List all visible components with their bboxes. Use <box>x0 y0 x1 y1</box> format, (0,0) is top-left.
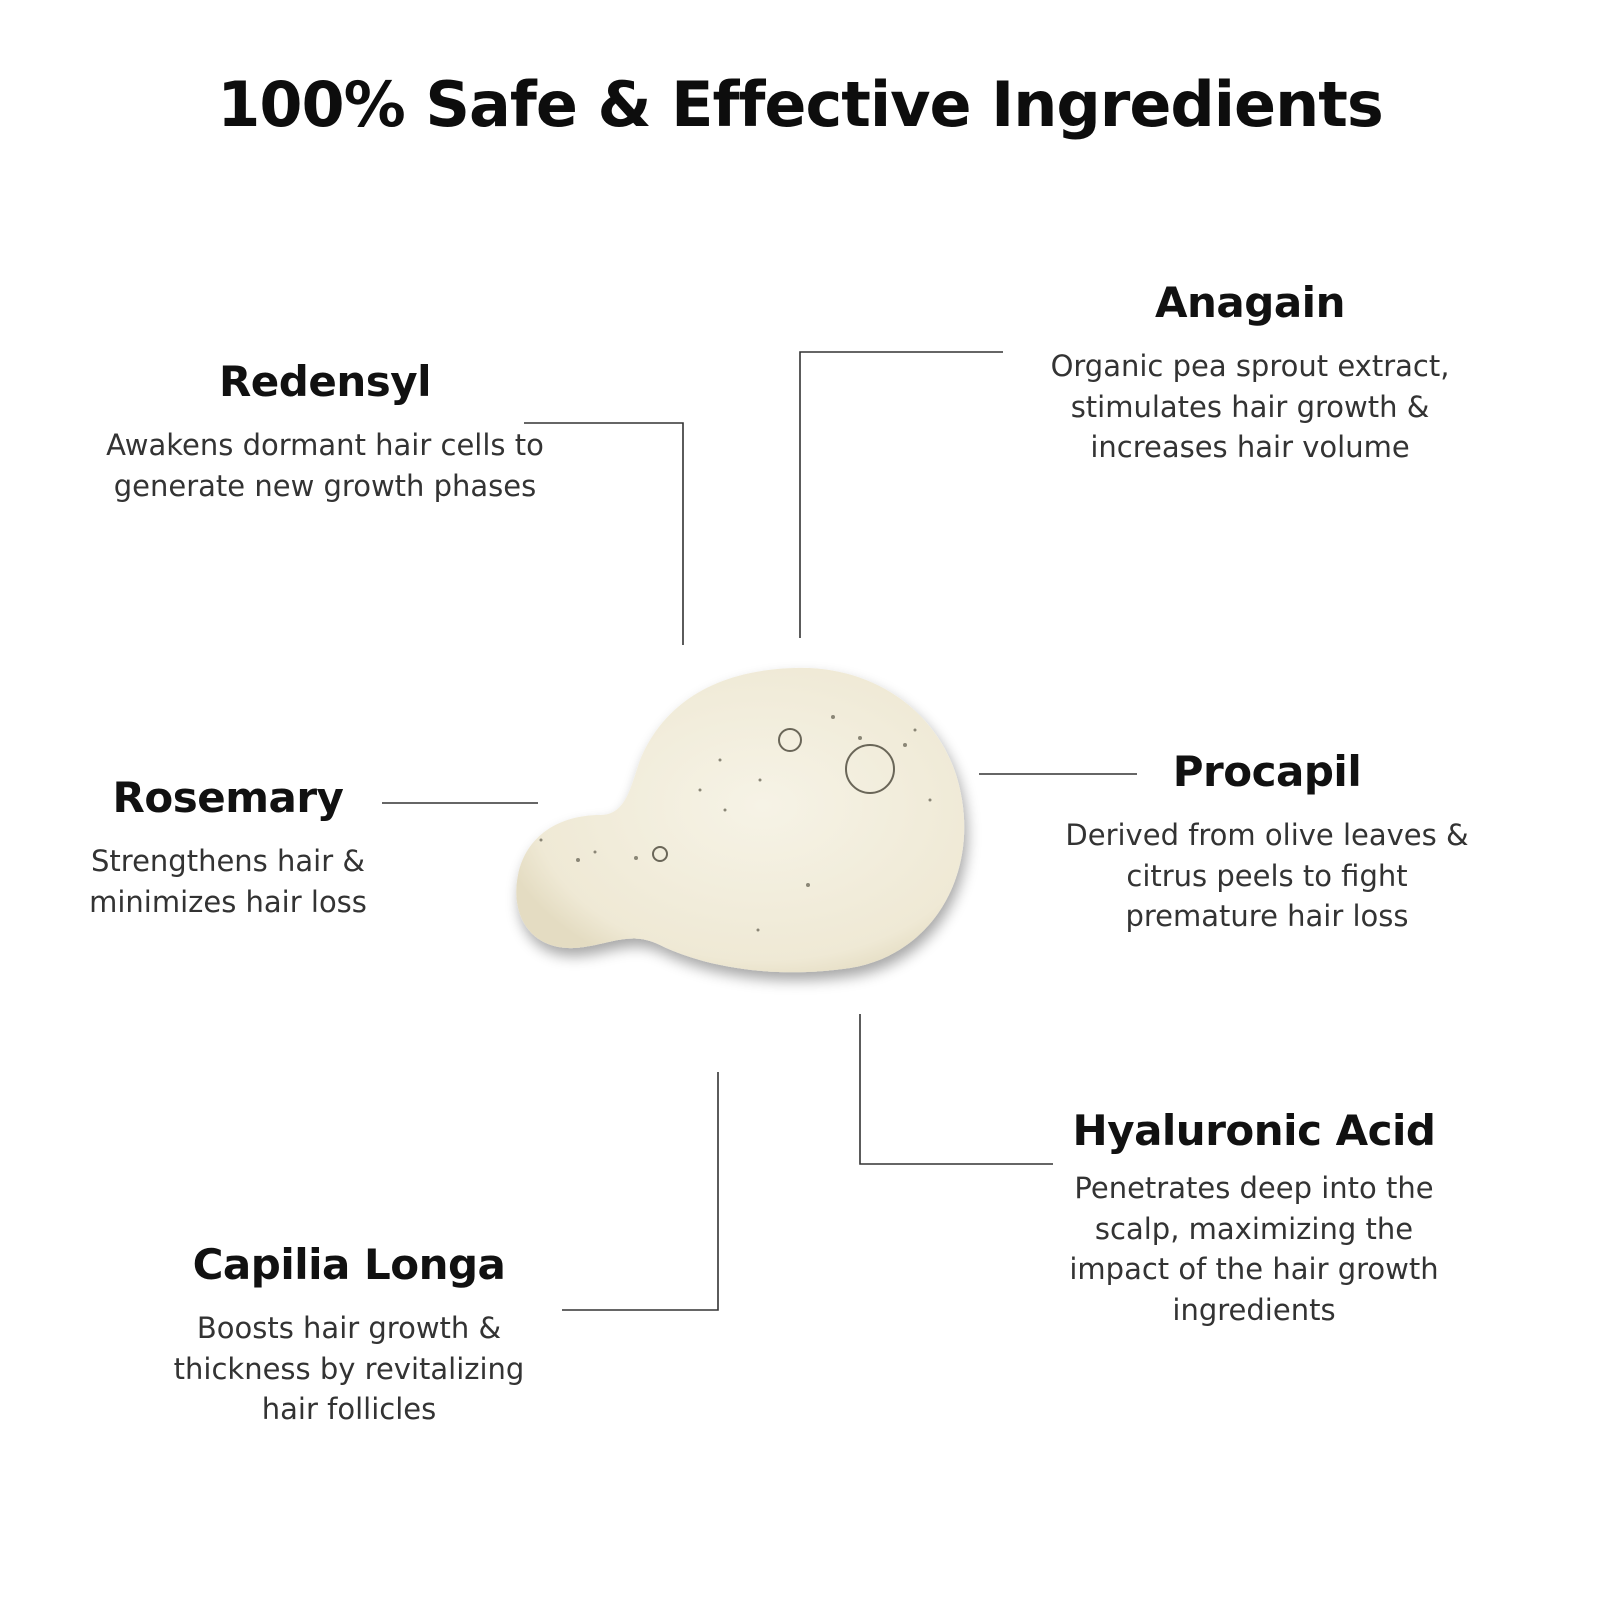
ingredient-description: Organic pea sprout extract, stimulates h… <box>1051 346 1450 468</box>
ingredient-anagain: Anagain Organic pea sprout extract, stim… <box>1051 278 1450 468</box>
ingredient-description: Derived from olive leaves & citrus peels… <box>1065 815 1468 937</box>
desc-line: premature hair loss <box>1125 899 1409 933</box>
page-title: 100% Safe & Effective Ingredients <box>217 68 1384 141</box>
ingredient-name: Procapil <box>1172 747 1362 796</box>
ingredient-procapil: Procapil Derived from olive leaves & cit… <box>1065 747 1468 937</box>
ingredient-hyaluronic-acid: Hyaluronic Acid Penetrates deep into the… <box>1069 1106 1438 1330</box>
ingredient-description: Strengthens hair & minimizes hair loss <box>89 841 367 922</box>
desc-line: stimulates hair growth & <box>1070 389 1430 424</box>
desc-line: impact of the hair growth <box>1069 1252 1439 1286</box>
ingredient-description: Penetrates deep into the scalp, maximizi… <box>1069 1168 1438 1330</box>
desc-line: minimizes hair loss <box>89 884 367 919</box>
anagain-connector <box>799 351 1003 638</box>
ingredient-name: Redensyl <box>218 357 432 406</box>
ingredient-name: Hyaluronic Acid <box>1072 1106 1436 1155</box>
desc-line: ingredients <box>1172 1292 1336 1327</box>
ingredient-name: Rosemary <box>112 773 344 822</box>
capilia-connector <box>562 1072 719 1311</box>
desc-line: scalp, maximizing the <box>1094 1211 1414 1246</box>
ingredient-name: Capilia Longa <box>192 1240 506 1289</box>
desc-line: Organic pea sprout extract, <box>1050 349 1450 383</box>
ingredient-name: Anagain <box>1155 278 1345 327</box>
hyaluronic-connector <box>859 1014 1053 1165</box>
desc-line: generate new growth phases <box>113 468 537 503</box>
ingredient-description: Awakens dormant hair cells to generate n… <box>106 425 544 506</box>
ingredient-description: Boosts hair growth & thickness by revita… <box>174 1308 525 1430</box>
desc-line: Strengthens hair & <box>91 844 365 878</box>
desc-line: increases hair volume <box>1090 430 1410 464</box>
desc-line: thickness by revitalizing <box>173 1351 525 1386</box>
desc-line: Derived from olive leaves & <box>1065 818 1469 852</box>
desc-line: Boosts hair growth & <box>196 1311 502 1345</box>
desc-line: Penetrates deep into the <box>1074 1171 1434 1205</box>
redensyl-connector <box>524 422 684 645</box>
ingredient-capilia-longa: Capilia Longa Boosts hair growth & thick… <box>174 1240 525 1430</box>
desc-line: hair follicles <box>261 1392 437 1426</box>
ingredient-redensyl: Redensyl Awakens dormant hair cells to g… <box>106 357 544 506</box>
desc-line: Awakens dormant hair cells to <box>106 428 544 462</box>
serum-drop-image <box>516 667 965 973</box>
ingredient-rosemary: Rosemary Strengthens hair & minimizes ha… <box>89 773 367 922</box>
desc-line: citrus peels to fight <box>1126 858 1408 893</box>
